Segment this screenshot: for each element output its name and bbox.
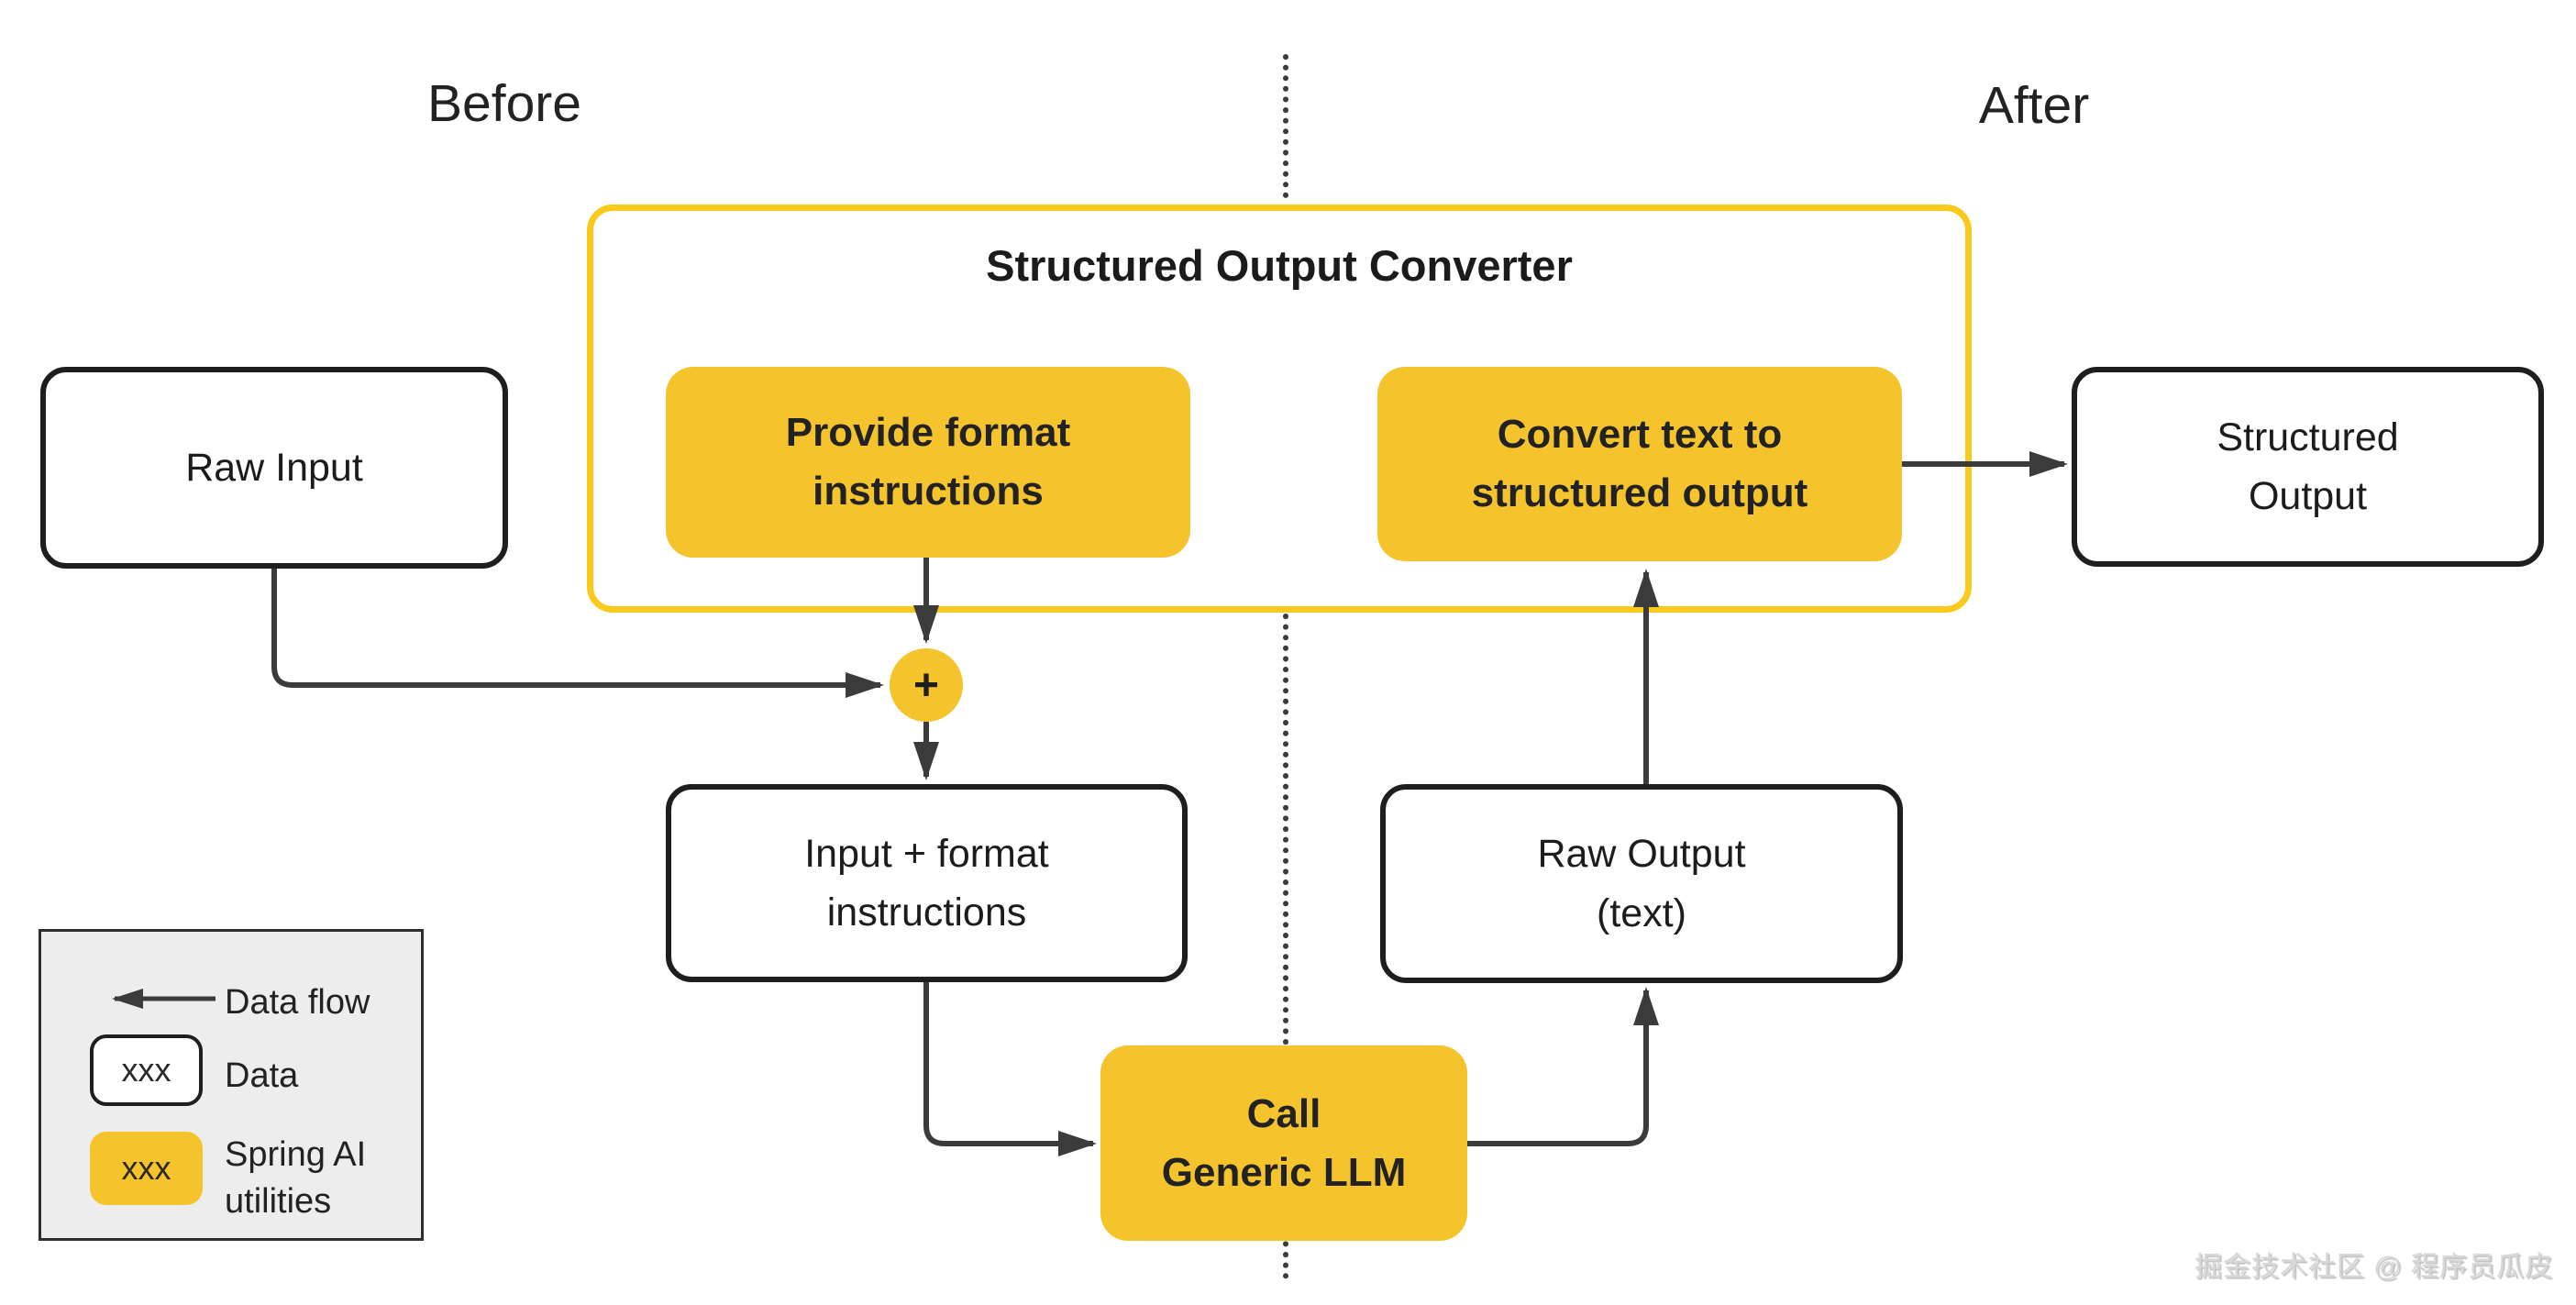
legend-data-swatch-sample: xxx [121, 1051, 171, 1089]
plus-junction-glyph: + [912, 660, 940, 710]
plus-junction-icon: + [890, 648, 963, 722]
node-structured-output: Structured Output [2072, 367, 2544, 567]
node-convert-text-to-structured-output: Convert text to structured output [1377, 367, 1902, 561]
legend-data-flow-label: Data flow [225, 983, 370, 1022]
legend-spring-ai-label: Spring AI utilities [225, 1135, 367, 1222]
legend-spring-ai-swatch-sample: xxx [121, 1149, 171, 1187]
legend-data-swatch: xxx [90, 1034, 203, 1106]
legend-box: Data flow xxx Data xxx Spring AI utiliti… [39, 929, 424, 1241]
header-after: After [1978, 76, 2090, 135]
structured-output-converter-group-box [587, 205, 1972, 613]
header-before: Before [427, 74, 581, 133]
legend-data-label: Data [225, 1056, 299, 1095]
node-input-plus-format-instructions: Input + format instructions [666, 784, 1188, 982]
node-raw-input: Raw Input [40, 367, 508, 569]
node-call-generic-llm: Call Generic LLM [1100, 1045, 1467, 1241]
node-raw-output-text: Raw Output (text) [1380, 784, 1903, 983]
arrow-llm-to-raw-output [1467, 987, 1659, 1146]
watermark-text: 掘金技术社区 @ 程序员瓜皮 [2194, 1252, 2553, 1282]
converter-group-title: Structured Output Converter [986, 241, 1573, 290]
data-flow-arrow-icon [112, 989, 216, 1009]
legend-spring-ai-swatch: xxx [90, 1132, 203, 1205]
node-provide-format-instructions: Provide format instructions [666, 367, 1190, 558]
arrow-input-format-to-llm [923, 982, 1097, 1156]
